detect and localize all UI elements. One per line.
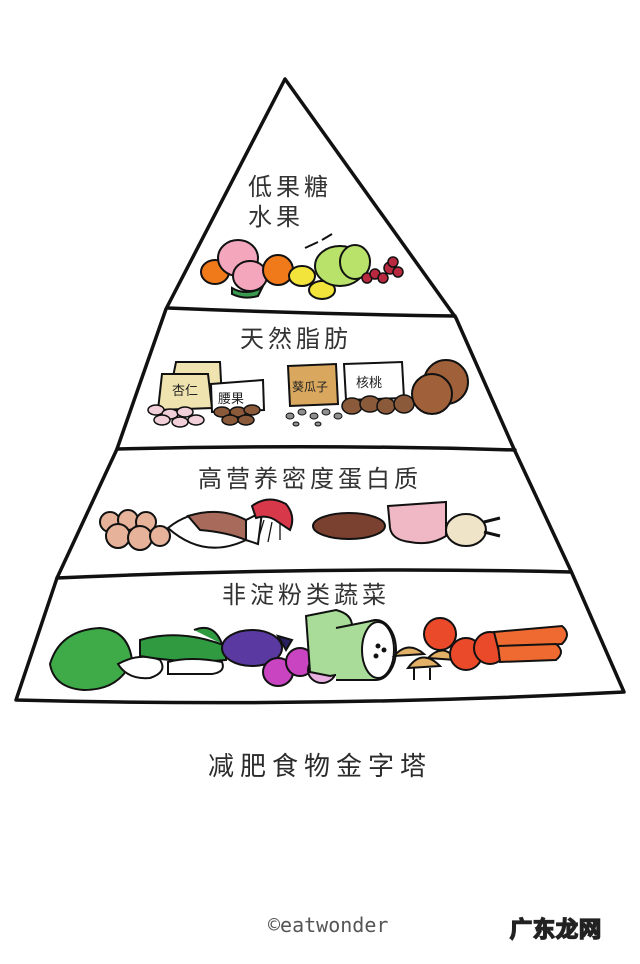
tier-1-label-line-1: 低果糖 <box>248 173 332 201</box>
tier-4-label: 非淀粉类蔬菜 <box>222 581 390 609</box>
author-credit: ©eatwonder <box>268 913 389 937</box>
tier-3-label: 高营养密度蛋白质 <box>198 465 422 493</box>
bag-label-walnut: 核桃 <box>356 376 383 391</box>
tier-4-vegetables-illustration <box>48 608 568 692</box>
tier-1-fruits-illustration <box>200 233 404 300</box>
tier-2-label: 天然脂肪 <box>240 325 352 353</box>
site-watermark: 广东龙网 <box>509 917 603 944</box>
bag-label-almond: 杏仁 <box>172 384 199 399</box>
bag-label-sunflower-seeds: 葵瓜子 <box>292 380 329 394</box>
diagram-title: 减肥食物金字塔 <box>207 752 432 782</box>
bag-label-cashew: 腰果 <box>218 392 245 407</box>
tier-3-proteins-illustration <box>99 498 501 551</box>
tier-1-label: 低果糖 水果 <box>248 172 332 232</box>
tier-1-label-line-2: 水果 <box>248 203 304 231</box>
tier-2-fats-illustration <box>147 359 469 428</box>
